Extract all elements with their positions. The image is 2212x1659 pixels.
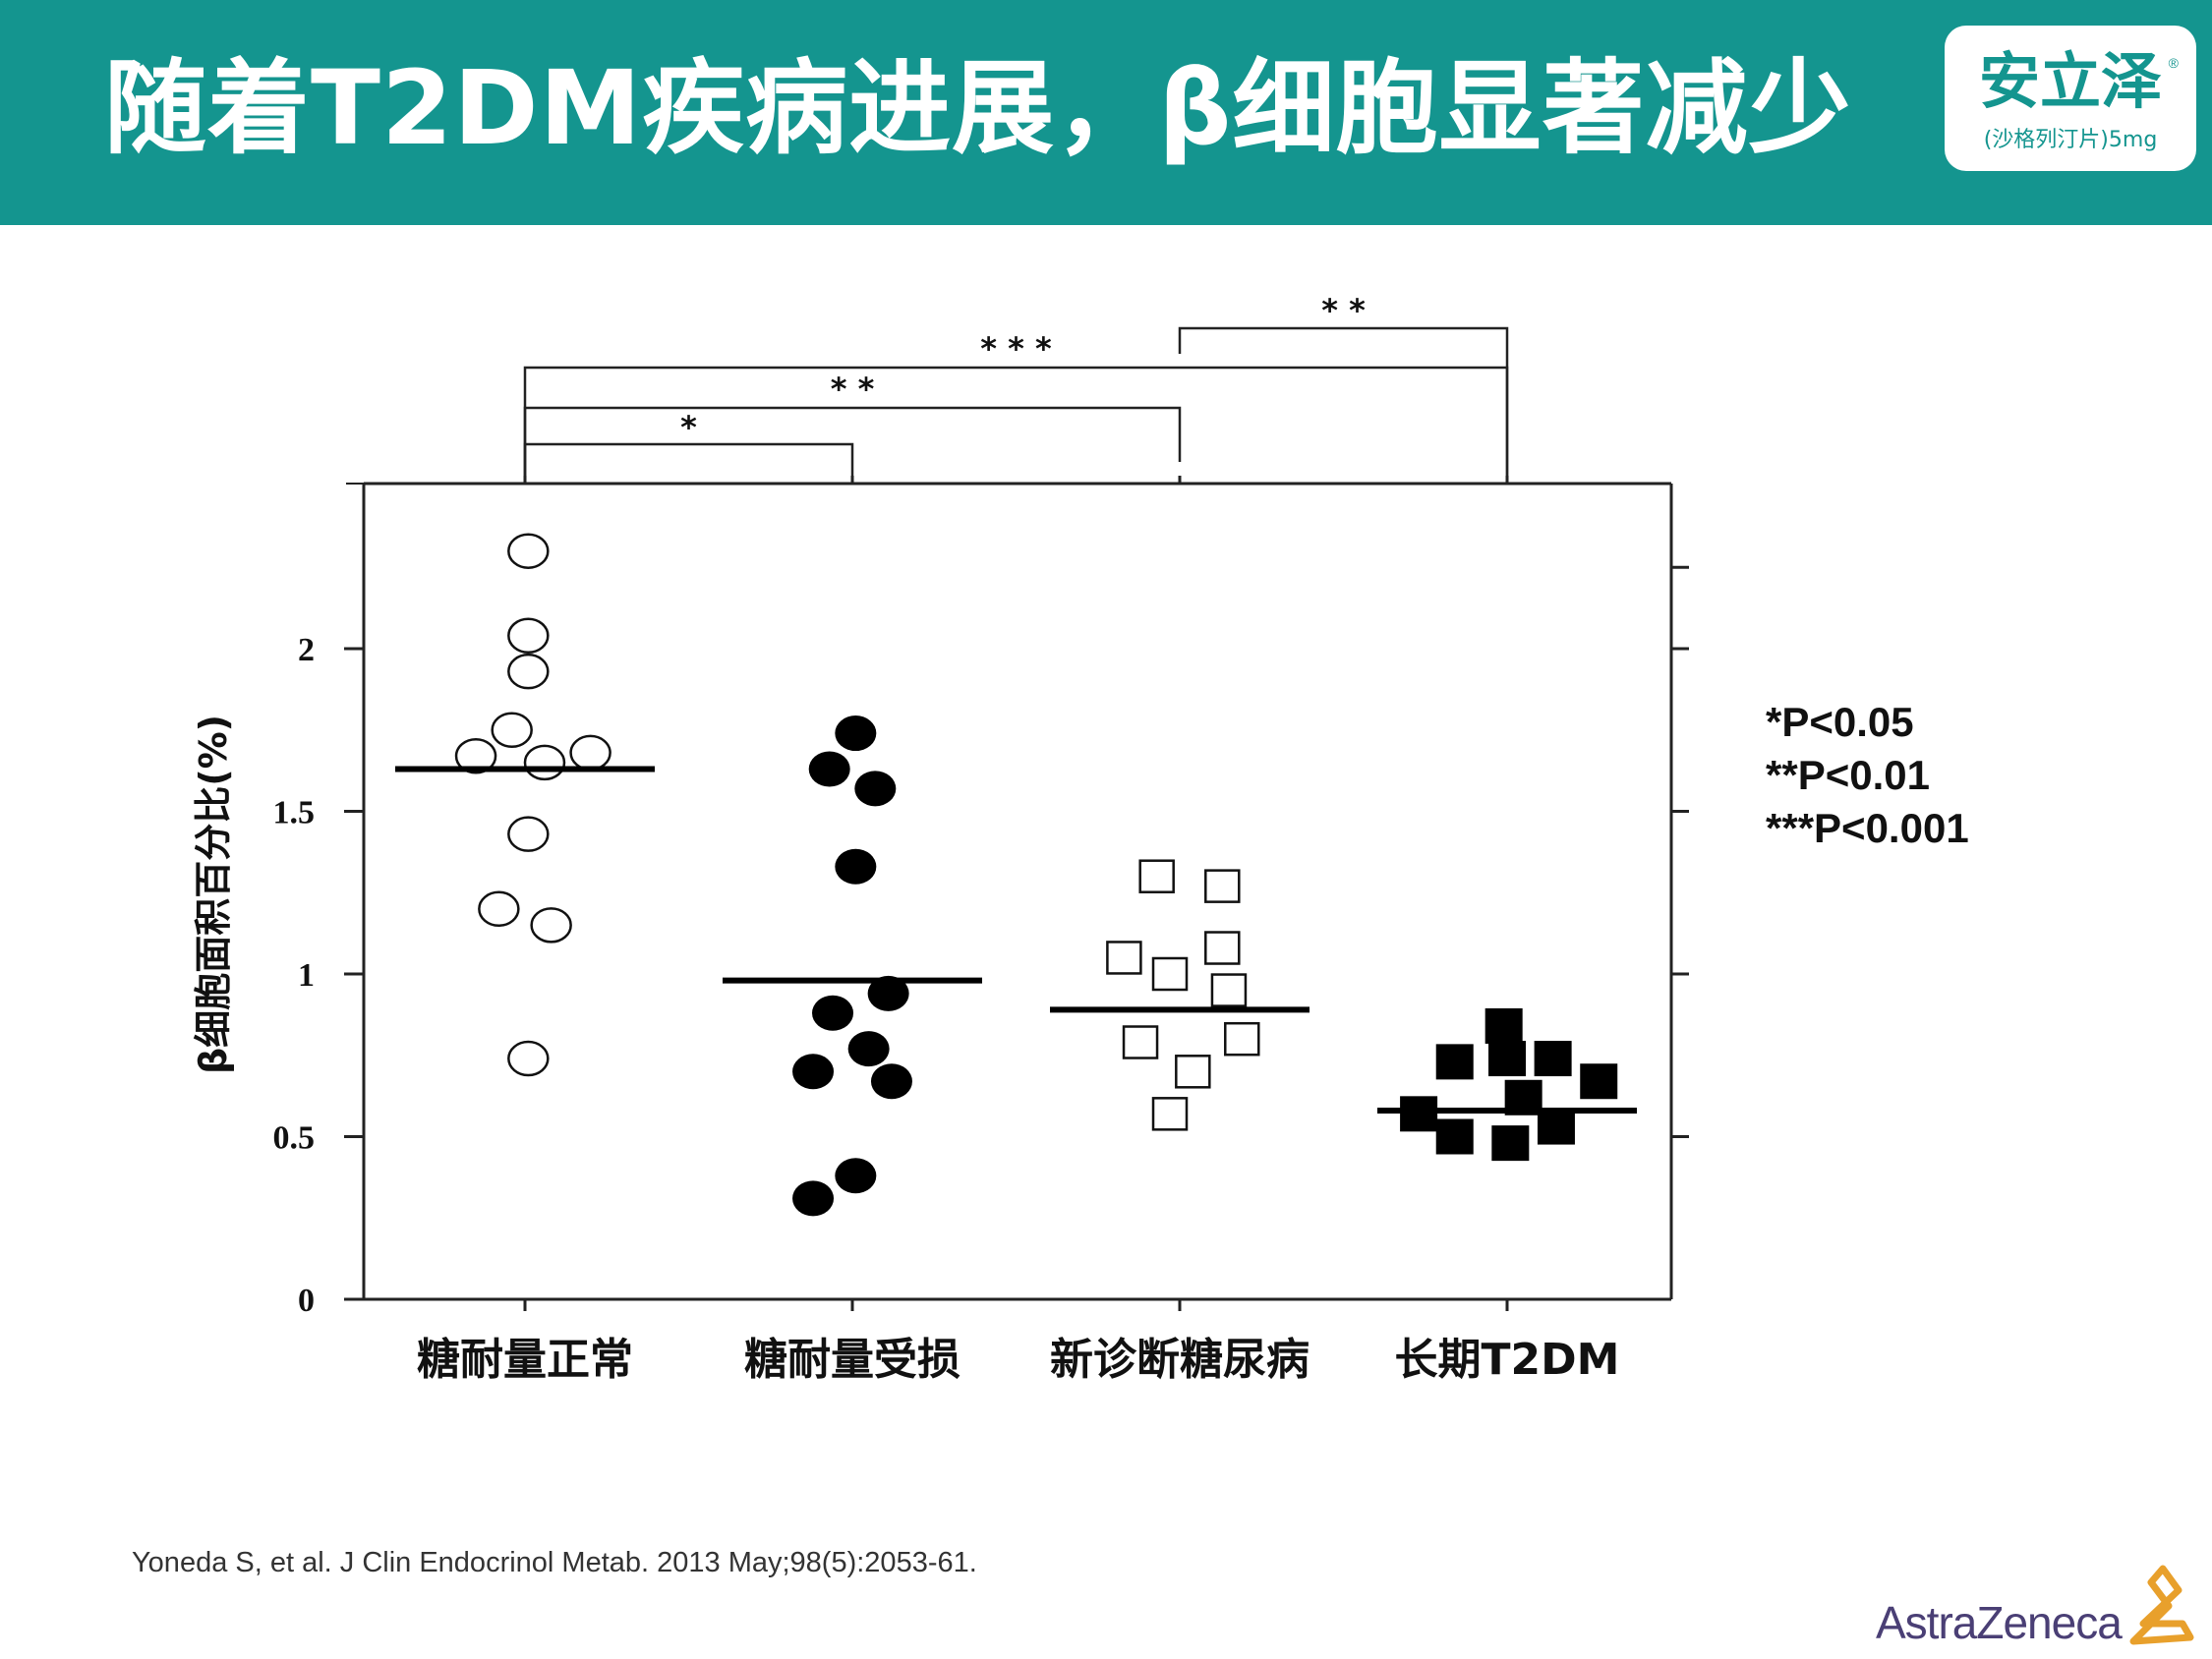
title-banner: 随着T2DM疾病进展，β细胞显著减少 安立泽 ® (沙格列汀片)5mg — [0, 0, 2212, 225]
slide-title: 随着T2DM疾病进展，β细胞显著减少 — [104, 48, 1852, 168]
significance-bracket — [1178, 326, 1509, 482]
data-point-open-circle — [507, 533, 550, 569]
data-point-filled-square — [1484, 1007, 1523, 1044]
y-tick-label: 1.5 — [273, 795, 316, 831]
data-point-open-circle — [507, 653, 550, 690]
logo-subtitle: (沙格列汀片)5mg — [1983, 128, 2158, 152]
data-point-open-square — [1175, 1055, 1211, 1089]
data-point-filled-circle — [835, 1158, 877, 1194]
citation: Yoneda S, et al. J Clin Endocrinol Metab… — [132, 1547, 977, 1578]
data-point-filled-square — [1435, 1118, 1474, 1155]
x-category-label: 糖耐量正常 — [417, 1335, 633, 1385]
significance-bracket — [523, 366, 1509, 482]
data-point-open-circle — [507, 1040, 550, 1077]
data-point-open-square — [1151, 1097, 1189, 1131]
data-point-open-square — [1122, 1025, 1159, 1059]
data-point-open-square — [1204, 869, 1241, 903]
pvalue-legend-item: ***P<0.001 — [1766, 805, 1969, 851]
data-point-filled-circle — [847, 1031, 890, 1067]
data-point-open-circle — [569, 734, 611, 772]
y-axis-label: β细胞面积百分比(%) — [192, 715, 235, 1074]
data-point-filled-circle — [812, 995, 854, 1031]
logo-registered-mark: ® — [2168, 55, 2179, 71]
astrazeneca-mark-icon — [2129, 1565, 2194, 1645]
data-point-open-circle — [507, 816, 550, 852]
y-tick-label: 0.5 — [273, 1120, 316, 1157]
y-tick-label: 2 — [298, 632, 315, 668]
data-point-filled-square — [1580, 1063, 1618, 1100]
x-category-label: 新诊断糖尿病 — [1050, 1335, 1310, 1385]
data-point-filled-circle — [870, 1063, 912, 1100]
mean-lines — [395, 766, 1637, 1115]
data-point-filled-square — [1488, 1041, 1526, 1077]
data-point-filled-square — [1435, 1044, 1474, 1080]
data-point-open-square — [1204, 931, 1241, 965]
pvalue-legend-item: *P<0.05 — [1766, 699, 1914, 745]
data-point-filled-square — [1537, 1109, 1575, 1145]
data-point-open-square — [1138, 859, 1175, 893]
significance-label: * * — [831, 371, 875, 408]
pvalue-legend: *P<0.05 **P<0.01 ***P<0.001 — [1766, 696, 1969, 855]
data-point-open-circle — [491, 712, 533, 748]
logo-name: 安立泽 — [1978, 45, 2162, 117]
data-point-open-circle — [530, 907, 572, 944]
data-point-filled-circle — [808, 751, 850, 787]
y-axis: 0 0.5 1 1.5 2 — [273, 565, 1689, 1319]
data-point-filled-circle — [835, 715, 877, 752]
x-axis: 糖耐量正常 糖耐量受损 新诊断糖尿病 长期T2DM — [417, 476, 1619, 1385]
x-category-label: 糖耐量受损 — [744, 1335, 960, 1385]
data-point-open-circle — [454, 737, 497, 774]
product-logo: 安立泽 ® (沙格列汀片)5mg — [1945, 26, 2196, 171]
pvalue-legend-item: **P<0.01 — [1766, 752, 1930, 798]
data-point-filled-circle — [867, 975, 909, 1011]
data-point-filled-circle — [792, 1180, 835, 1217]
significance-label: * — [680, 409, 697, 446]
data-point-open-circle — [478, 890, 520, 928]
data-point-open-circle — [507, 617, 550, 655]
y-tick-label: 1 — [298, 957, 315, 994]
astrazeneca-logo: AstraZeneca — [1876, 1563, 2200, 1651]
significance-label: * * — [1321, 292, 1366, 329]
data-point-filled-circle — [792, 1054, 835, 1090]
significance-bracket — [523, 442, 854, 482]
data-point-filled-circle — [835, 848, 877, 885]
data-point-filled-square — [1491, 1125, 1530, 1162]
company-name: AstraZeneca — [1876, 1597, 2123, 1648]
data-point-open-square — [1106, 941, 1142, 975]
data-point-open-square — [1151, 956, 1189, 992]
plot-frame — [346, 482, 1673, 1301]
data-point-filled-circle — [854, 771, 897, 807]
data-point-open-square — [1224, 1021, 1260, 1057]
data-point-filled-square — [1534, 1041, 1572, 1077]
x-category-label: 长期T2DM — [1395, 1335, 1620, 1385]
data-points — [454, 533, 1618, 1217]
data-point-filled-square — [1400, 1096, 1438, 1132]
significance-label: * * * — [980, 330, 1052, 368]
data-point-open-square — [1210, 973, 1248, 1007]
y-tick-label: 0 — [298, 1283, 315, 1319]
data-point-open-circle — [523, 744, 566, 781]
significance-brackets: * * * * * * * * — [523, 292, 1509, 482]
